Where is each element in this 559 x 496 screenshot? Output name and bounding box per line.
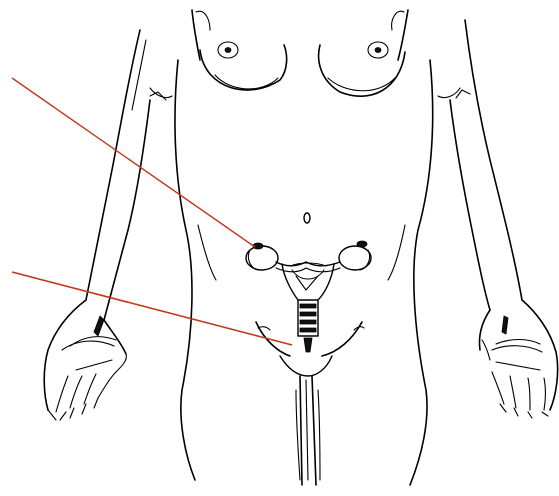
reproductive-organs — [246, 241, 371, 336]
vaginal-canal — [300, 304, 316, 332]
left-ovary — [246, 246, 278, 270]
navel — [304, 213, 310, 223]
torso-outline — [86, 10, 522, 485]
pointer-lines — [12, 78, 292, 345]
breasts — [200, 42, 405, 96]
vagina-pointer — [12, 272, 292, 345]
right-hand — [479, 300, 557, 418]
left-hand — [44, 300, 126, 420]
pelvic-area — [256, 322, 364, 485]
